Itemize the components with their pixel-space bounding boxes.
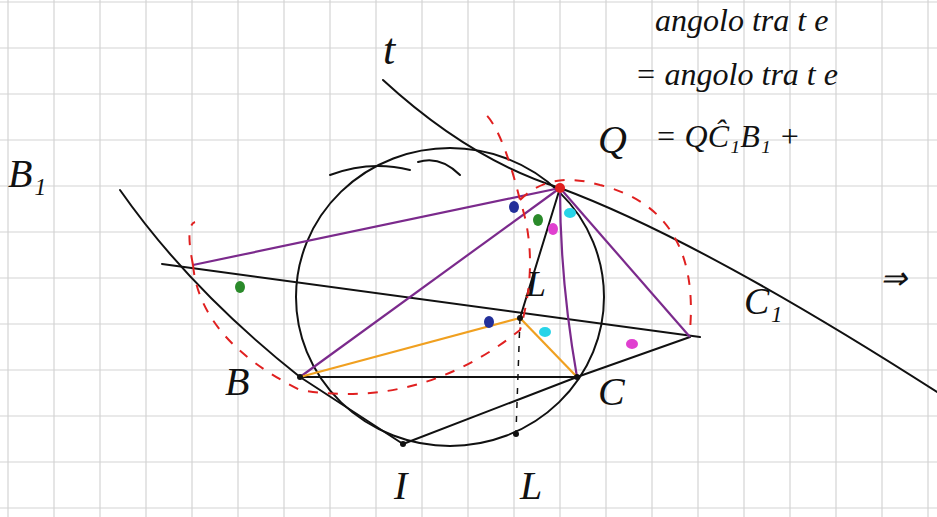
handwritten-note: = QĈ₁B₁ + bbox=[655, 120, 800, 152]
point-label: L bbox=[520, 466, 542, 506]
dashed-line bbox=[516, 318, 520, 432]
orange-lines bbox=[300, 318, 577, 377]
handwritten-note: = angolo tra t e bbox=[635, 58, 838, 90]
handwritten-note: ⇒ bbox=[880, 262, 907, 294]
dashed-circle bbox=[189, 110, 690, 394]
point-label: C bbox=[598, 372, 625, 412]
handwritten-note: angolo tra t e bbox=[655, 4, 828, 36]
black-lines bbox=[120, 80, 937, 446]
purple-lines bbox=[193, 188, 690, 377]
point-label: B bbox=[225, 362, 249, 402]
point-label: L bbox=[526, 266, 546, 302]
point-label: t bbox=[383, 28, 395, 72]
point-label: B₁ bbox=[8, 154, 46, 194]
angle-dots bbox=[235, 183, 638, 447]
point-label: I bbox=[394, 466, 407, 506]
point-label: Q bbox=[598, 120, 627, 160]
point-label: C₁ bbox=[744, 282, 783, 320]
